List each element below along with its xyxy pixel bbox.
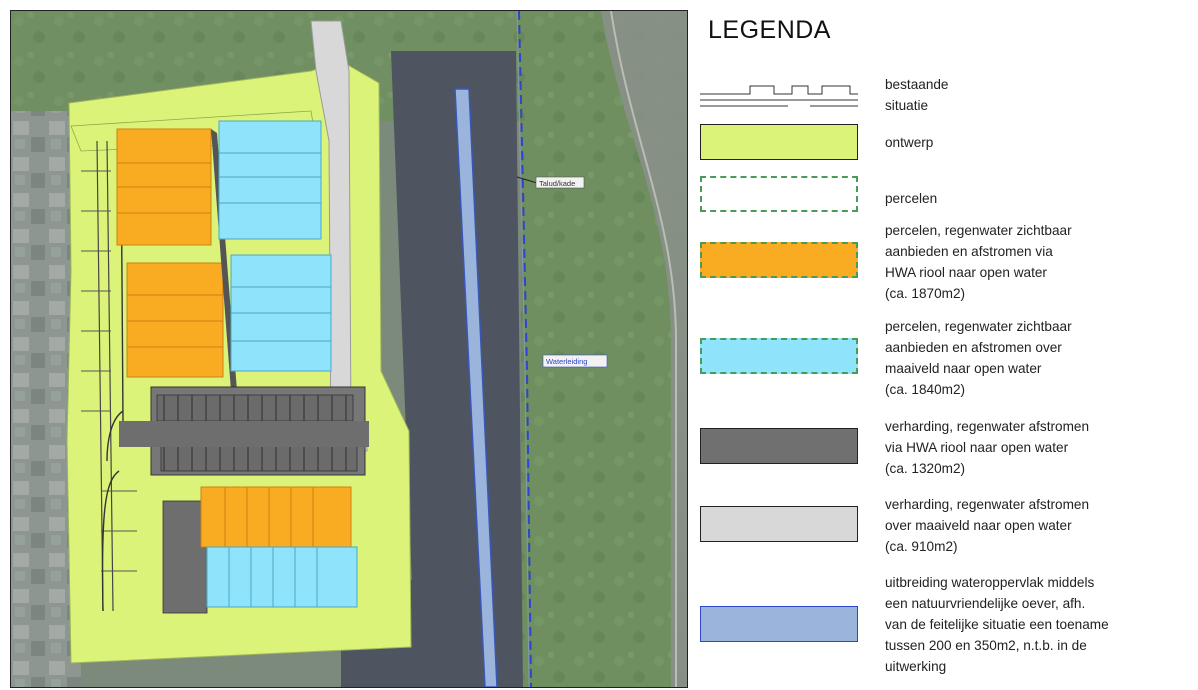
verharding-maaiveld-swatch xyxy=(700,506,858,542)
left-label-box xyxy=(535,176,585,189)
site-plan-map: Talud/kade Waterleiding xyxy=(10,10,688,688)
west-path-edge xyxy=(96,140,104,612)
water-pipe-line xyxy=(518,11,532,687)
right-label-box xyxy=(542,354,608,368)
left-label-text: Talud/kade xyxy=(539,179,575,188)
south-plots xyxy=(162,486,358,614)
legend-label-bestaande: bestaande situatie xyxy=(885,77,949,113)
site-plan-svg: Talud/kade Waterleiding xyxy=(11,11,687,687)
percelen-swatch xyxy=(700,176,858,212)
legend-label-percelen: percelen xyxy=(885,191,938,206)
east-road xyxy=(601,11,687,687)
east-road-line xyxy=(610,11,677,687)
legend-label-percelen-maaiveld: percelen, regenwater zichtbaar aanbieden… xyxy=(885,319,1072,397)
west-path-edge-2 xyxy=(106,140,114,612)
ontwerp-swatch xyxy=(700,124,858,160)
legend-label-percelen-hwa: percelen, regenwater zichtbaar aanbieden… xyxy=(885,223,1072,301)
legend-label-wateroppervlak: uitbreiding wateroppervlak middels een n… xyxy=(885,575,1109,674)
legend-panel: LEGENDA bestaande situatie ontwerp perce… xyxy=(690,10,1196,688)
water-pipe-line-shadow xyxy=(516,11,530,687)
legend-label-verharding-hwa: verharding, regenwater afstromen via HWA… xyxy=(885,419,1090,476)
wateroppervlak-swatch xyxy=(700,606,858,642)
legend-label-verharding-maaiveld: verharding, regenwater afstromen over ma… xyxy=(885,497,1090,554)
blue-plots-north xyxy=(218,120,332,372)
right-label-text: Waterleiding xyxy=(546,357,587,366)
verharding-hwa-swatch xyxy=(700,428,858,464)
percelen-hwa-swatch xyxy=(700,242,858,278)
parking-area xyxy=(101,386,369,612)
legend-label-ontwerp: ontwerp xyxy=(885,135,934,150)
plot-boundaries-west xyxy=(81,170,137,572)
left-label-leader xyxy=(516,176,538,184)
water-extension-strip xyxy=(454,88,498,687)
existing-situation-symbol xyxy=(700,85,858,107)
percelen-maaiveld-swatch xyxy=(700,338,858,374)
orange-plots-north xyxy=(116,128,224,378)
legend-title: LEGENDA xyxy=(708,16,831,44)
